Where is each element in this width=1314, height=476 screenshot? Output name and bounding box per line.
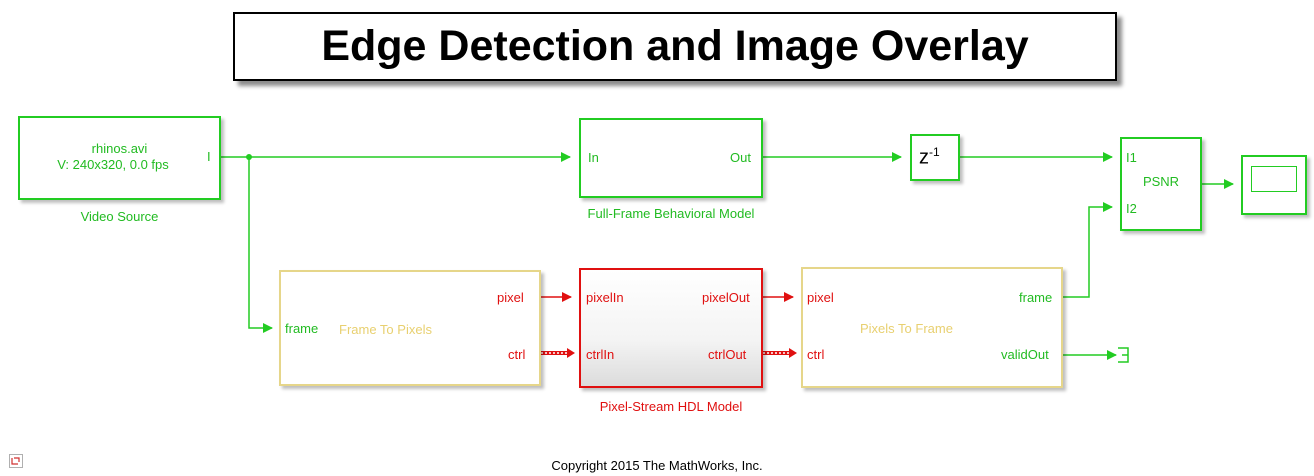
video-source-filename: rhinos.avi [91,141,148,156]
hdl-pixelin-port: pixelIn [586,290,624,305]
ctrl-bus-wires [541,348,797,358]
diagram-title: Edge Detection and Image Overlay [321,22,1029,70]
hdl-ctrlout-port: ctrlOut [708,347,747,362]
pixels-to-frame-block[interactable] [801,267,1063,388]
hdl-model-block[interactable] [579,268,763,388]
unit-delay-z: z [919,146,929,169]
pixels-to-frame-ctrl-port: ctrl [807,347,825,362]
terminator-icon [1118,347,1129,363]
psnr-label: PSNR [1142,174,1180,189]
unit-delay-exponent: -1 [929,145,940,159]
video-source-port-label: I [207,149,211,164]
frame-to-pixels-label: Frame To Pixels [339,322,432,337]
scope-screen [1251,166,1297,192]
model-browser-icon[interactable] [9,454,23,468]
video-source-format: V: 240x320, 0.0 fps [57,157,169,172]
video-source-caption: Video Source [80,209,159,224]
pixels-to-frame-validout-port: validOut [1001,347,1049,362]
copyright-text: Copyright 2015 The MathWorks, Inc. [551,458,763,473]
frame-to-pixels-ctrl-port: ctrl [508,347,526,362]
diagram-title-box: Edge Detection and Image Overlay [233,12,1117,81]
hdl-ctrlin-port: ctrlIn [586,347,615,362]
frame-to-pixels-block[interactable] [279,270,541,386]
hdl-pixelout-port: pixelOut [702,290,750,305]
pixels-to-frame-label: Pixels To Frame [860,321,953,336]
hdl-model-caption: Pixel-Stream HDL Model [599,399,743,414]
unit-delay-block[interactable] [910,134,960,181]
behavioral-model-in-port: In [588,150,599,165]
behavioral-model-block[interactable] [579,118,763,198]
psnr-in2-port: I2 [1126,201,1137,216]
wire-frame-to-psnr [1063,202,1113,298]
behavioral-model-out-port: Out [730,150,751,165]
branch-point [246,154,252,160]
scope-icon[interactable] [1241,155,1307,215]
behavioral-model-caption: Full-Frame Behavioral Model [587,206,755,221]
pixels-to-frame-frame-port: frame [1019,290,1053,305]
frame-to-pixels-in-port: frame [285,321,319,336]
video-source-block[interactable] [18,116,221,200]
frame-to-pixels-pixel-port: pixel [497,290,524,305]
unit-delay-label: z-1 [919,145,940,170]
wire-source-to-frame-to-pixels [248,157,273,333]
psnr-in1-port: I1 [1126,150,1137,165]
psnr-block[interactable] [1120,137,1202,231]
pixels-to-frame-pixel-port: pixel [807,290,834,305]
